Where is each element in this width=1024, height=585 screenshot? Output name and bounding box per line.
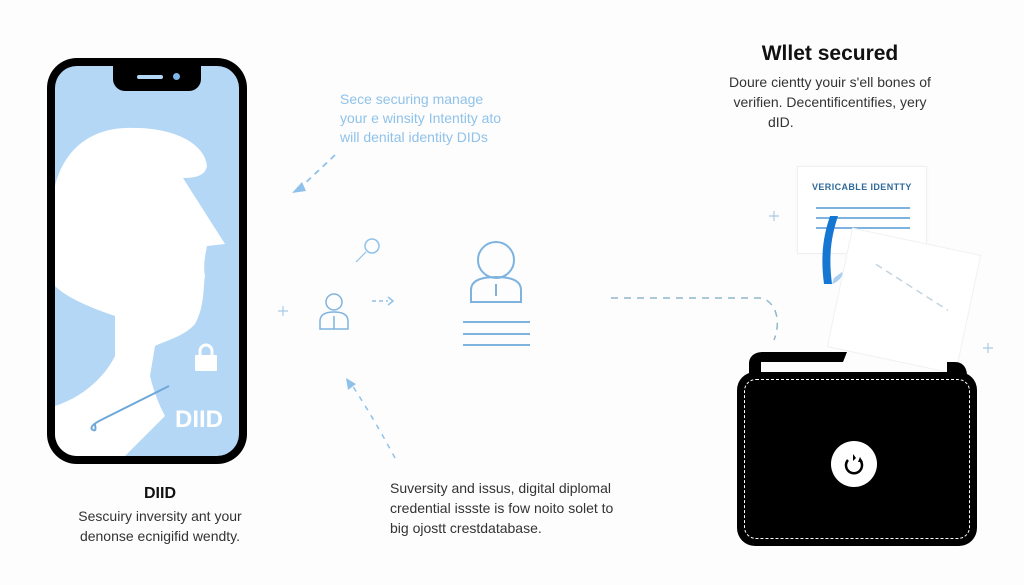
hook-icon [90,385,170,432]
user-profile-icon [463,241,530,346]
right-header-line-3: dID. [768,114,794,130]
user-icon-small [319,293,349,330]
person-silhouette [55,127,225,456]
speaker-bar [137,75,163,79]
left-caption-line-1: Sescuiry inversity ant your [78,508,242,524]
left-caption-title: DIID [144,485,176,502]
tilted-document [826,227,982,375]
left-caption: DIID Sescuiry inversity ant your denonse… [40,485,280,546]
plus-decorations [278,211,993,353]
phone-device: DIID [47,58,247,464]
digital-wallet [737,372,977,546]
card-title: VERICABLE IDENTTY [812,182,912,192]
dashed-arrow-to-phone [292,154,336,193]
wallet-refresh-button[interactable] [831,441,877,487]
dashed-arrow-right [372,296,395,306]
card-line [816,207,910,209]
wallet-stitching [744,379,970,539]
key-icon [355,238,380,263]
right-header: Wllet secured Doure cientty youir s'ell … [710,42,950,132]
center-caption-line-2: credential issste is fow noito solet to [390,500,614,516]
phone-did-label: DIID [175,406,223,433]
lock-icon [195,343,217,371]
top-center-note: Sece securing manage your e winsity Inte… [340,90,501,147]
ribbon-icon [822,216,843,284]
dashed-path-to-wallet [611,297,779,341]
refresh-icon [844,454,864,475]
card-line [816,227,910,229]
left-caption-line-2: denonse ecnigifid wendty. [79,528,241,544]
note-line-2: your e winsity Intentity ato [340,110,502,126]
note-line-1: Sece securing manage [340,91,484,107]
phone-notch [113,66,201,91]
phone-screen: DIID [55,66,239,456]
center-caption: Suversity and issus, digital diplomal cr… [390,478,613,538]
right-header-line-2: verifien. Decentificentifies, yery [733,94,927,110]
card-line [816,217,910,219]
center-caption-line-3: big ojostt crestdatabase. [390,520,542,536]
right-header-line-1: Doure cientty youir s'ell bones of [729,74,931,90]
center-caption-line-1: Suversity and issus, digital diplomal [390,480,611,496]
camera-dot [173,73,180,80]
wallet-secured-title: Wllet secured [761,42,899,65]
note-line-3: will denital identity DIDs [340,129,488,145]
dashed-arrow-up [346,378,396,459]
